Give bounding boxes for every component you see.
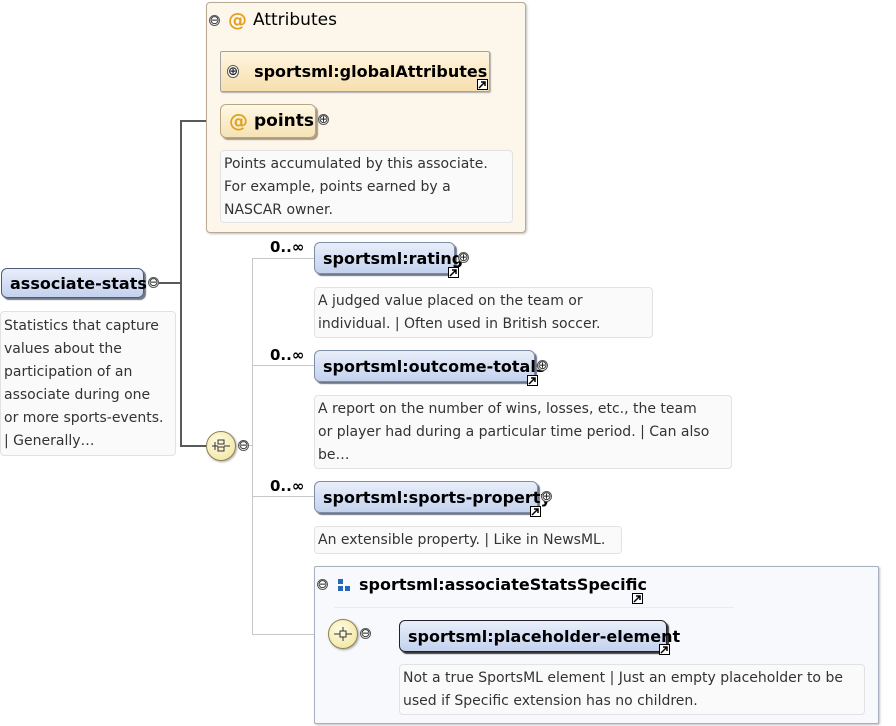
element-outcome-totals[interactable]: sportsml:outcome-totals bbox=[314, 350, 545, 382]
connector-to-sequence bbox=[180, 445, 208, 447]
occurrence-sports-property: 0..∞ bbox=[270, 477, 305, 495]
group-divider bbox=[334, 607, 734, 608]
sequence-branch-vertical bbox=[252, 258, 253, 635]
expand-sports-property-icon[interactable]: ⊕ bbox=[541, 489, 552, 503]
occurrence-rating: 0..∞ bbox=[270, 238, 305, 256]
connector-to-points bbox=[180, 120, 220, 122]
root-element-label: associate-stats bbox=[10, 273, 147, 293]
sequence-compositor-icon[interactable] bbox=[206, 431, 236, 461]
reference-arrow-icon[interactable] bbox=[477, 79, 488, 90]
points-annotation: Points accumulated by this associate. Fo… bbox=[220, 150, 513, 223]
reference-arrow-icon[interactable] bbox=[632, 593, 643, 604]
sequence-branch-rating bbox=[252, 258, 314, 259]
global-attributes-ref[interactable]: ⊕ sportsml:globalAttributes bbox=[220, 51, 490, 92]
outcome-totals-annotation: A report on the number of wins, losses, … bbox=[314, 395, 732, 469]
connector-root-to-attributes bbox=[159, 282, 181, 284]
choice-compositor-icon[interactable] bbox=[328, 619, 358, 649]
attributes-title: Attributes bbox=[253, 10, 337, 30]
collapse-group-icon[interactable]: ⊖ bbox=[317, 577, 328, 591]
element-placeholder[interactable]: sportsml:placeholder-element bbox=[399, 620, 680, 652]
sequence-branch-group bbox=[252, 634, 332, 635]
element-rating[interactable]: sportsml:rating bbox=[314, 242, 463, 274]
sequence-branch-sports-property bbox=[252, 496, 314, 497]
at-icon: @ bbox=[229, 110, 248, 132]
occurrence-outcome-totals: 0..∞ bbox=[270, 346, 305, 364]
connector-trunk-vertical bbox=[180, 121, 182, 446]
at-icon: @ bbox=[228, 9, 247, 31]
reference-arrow-icon[interactable] bbox=[448, 267, 459, 278]
collapse-root-icon[interactable]: ⊖ bbox=[148, 275, 159, 289]
collapse-sequence-icon[interactable]: ⊖ bbox=[238, 438, 249, 452]
rating-annotation: A judged value placed on the team or ind… bbox=[314, 287, 653, 338]
expand-global-attributes-icon[interactable]: ⊕ bbox=[227, 64, 240, 78]
group-icon bbox=[338, 579, 350, 591]
attributes-header: @ Attributes bbox=[228, 9, 337, 31]
placeholder-annotation: Not a true SportsML element | Just an em… bbox=[399, 664, 865, 715]
expand-outcome-totals-icon[interactable]: ⊕ bbox=[537, 358, 548, 372]
root-annotation: Statistics that capture values about the… bbox=[0, 311, 176, 456]
sequence-branch-outcome bbox=[252, 365, 314, 366]
element-sports-property[interactable]: sportsml:sports-property bbox=[314, 481, 551, 513]
expand-points-icon[interactable]: ⊕ bbox=[318, 112, 329, 126]
group-title: sportsml:associateStatsSpecific bbox=[359, 575, 647, 594]
reference-arrow-icon[interactable] bbox=[659, 644, 670, 655]
collapse-choice-icon[interactable]: ⊖ bbox=[360, 626, 371, 640]
root-element-associate-stats[interactable]: associate-stats bbox=[1, 268, 147, 298]
sports-property-annotation: An extensible property. | Like in NewsML… bbox=[314, 526, 622, 554]
expand-rating-icon[interactable]: ⊕ bbox=[458, 250, 469, 264]
attribute-points-label: points bbox=[254, 111, 315, 131]
reference-arrow-icon[interactable] bbox=[527, 375, 538, 386]
attribute-points[interactable]: @ points bbox=[220, 104, 316, 138]
global-attributes-label: sportsml:globalAttributes bbox=[254, 62, 488, 81]
reference-arrow-icon[interactable] bbox=[530, 506, 541, 517]
collapse-attributes-icon[interactable]: ⊖ bbox=[209, 13, 220, 27]
